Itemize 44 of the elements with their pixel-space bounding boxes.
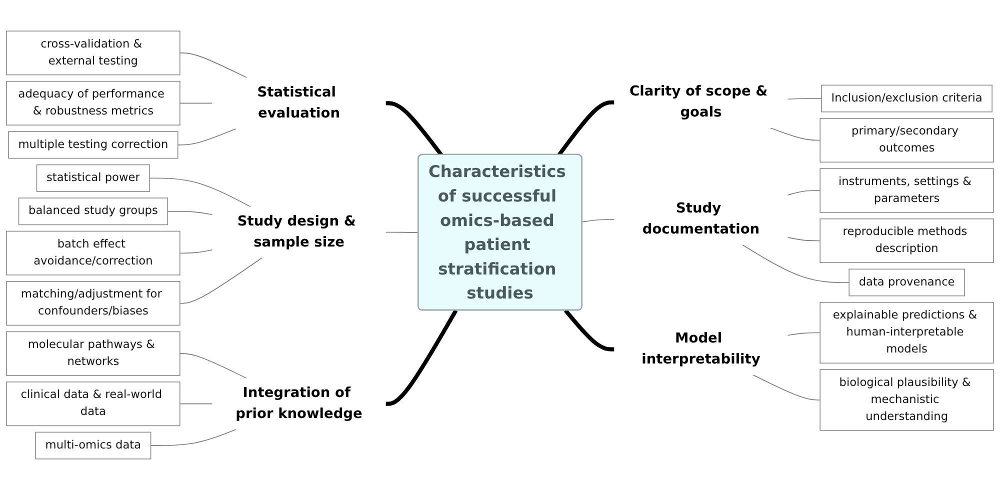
connector [386,309,458,406]
connector [770,128,820,141]
connector [177,128,236,146]
node-box: adequacy of performance & robustness metrics [6,80,180,126]
connector [180,249,213,254]
node-box: matching/adjustment for confounders/biases [6,281,180,326]
node-text: Study design & sample size [237,213,356,250]
node-box: molecular pathways & networks [6,331,180,376]
node-box: balanced study groups [18,198,168,226]
connector [787,98,822,100]
node-box: multiple testing correction [8,131,178,159]
node-text: Integration of prior knowledge [236,384,362,422]
node-text: Statistical evaluation [257,84,340,122]
connector [385,232,419,234]
connector [149,178,251,208]
node-box: batch effect avoidance/correction [6,230,180,276]
node-text: Study documentation [642,200,760,238]
connector [752,374,820,400]
connector [180,52,248,78]
connector [787,190,820,196]
node-text: Clarity of scope & goals [630,83,768,120]
connector [180,102,213,104]
connector [180,403,213,404]
connector [150,428,236,446]
node-box: multi-omics data [35,432,152,460]
connector [742,244,850,283]
node-box: instruments, settings & parameters [820,168,994,213]
connector [787,237,820,242]
connector [582,219,615,222]
connector [564,309,614,352]
connector [180,353,248,379]
node-box: primary/secondary outcomes [820,118,994,163]
node-text: Model interpretability [642,330,760,368]
node-box: data provenance [848,268,965,296]
node-box: reproducible methods description [820,218,994,264]
node-box: biological plausibility & mechanistic understanding [820,369,994,431]
connector [787,332,820,336]
node-box: Inclusion/exclusion criteria [821,84,992,112]
connector [180,257,262,304]
node-box: explainable predictions & human-interpretable models [820,302,994,364]
node-box: clinical data & real-world data [6,382,180,426]
connector [167,210,213,216]
node-box: statistical power [36,164,150,192]
node-box: cross-validation & external testing [6,30,180,76]
